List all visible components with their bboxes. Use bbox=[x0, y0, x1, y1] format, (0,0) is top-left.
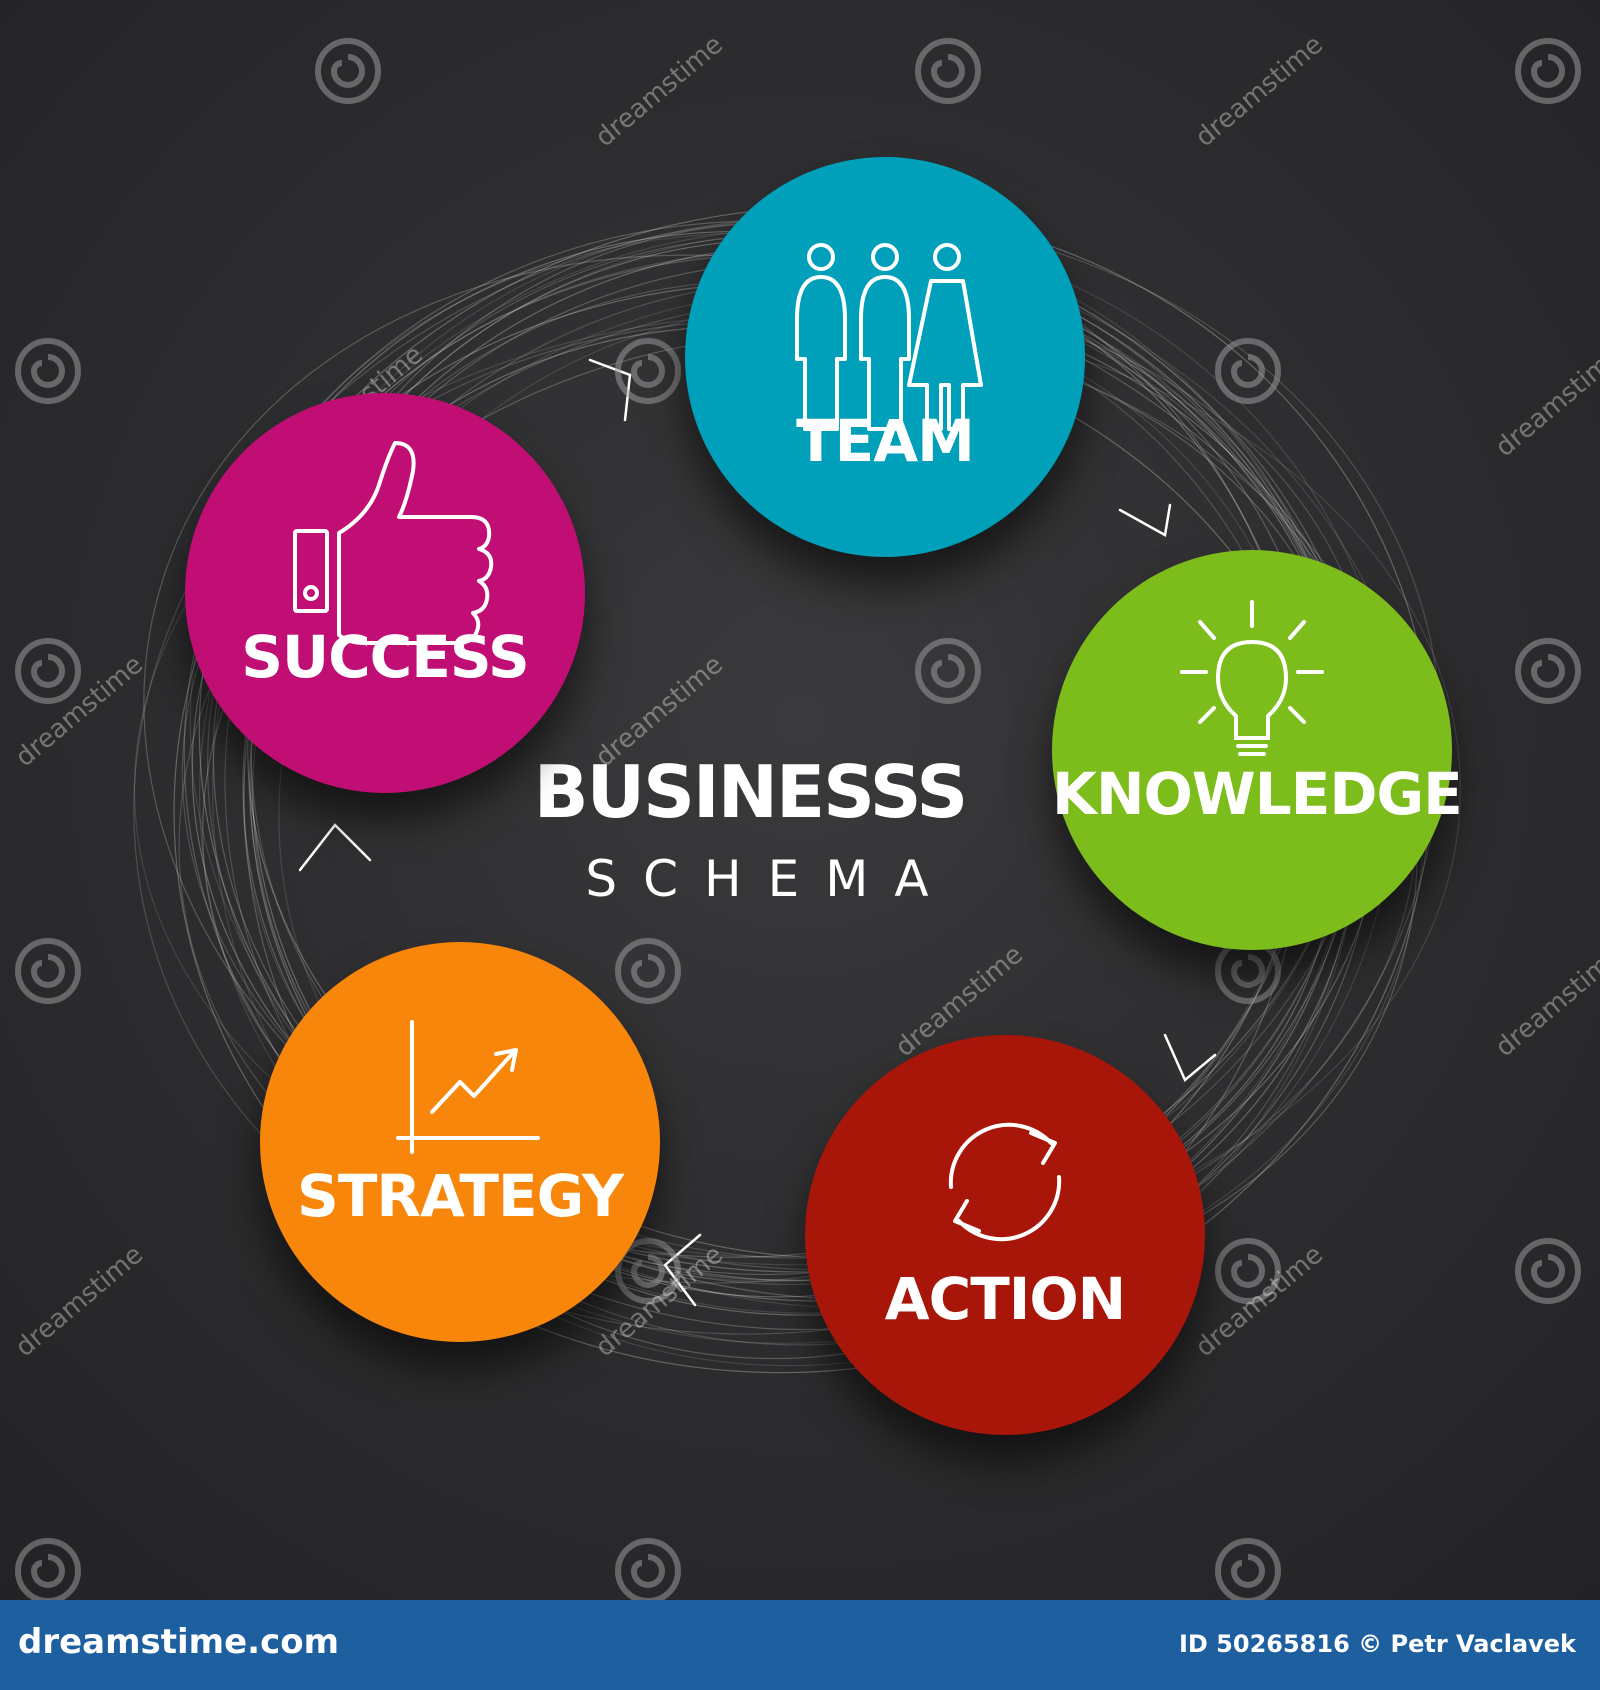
watermark-spiral-icon bbox=[612, 1235, 684, 1307]
flow-arrowhead bbox=[1163, 1033, 1217, 1083]
flow-arrowhead bbox=[298, 823, 372, 872]
lightbulb-icon bbox=[1180, 600, 1324, 756]
watermark-spiral-icon bbox=[1512, 35, 1584, 107]
watermark-spiral-icon bbox=[1212, 335, 1284, 407]
watermark-spiral-icon bbox=[1512, 1235, 1584, 1307]
watermark-spiral-icon bbox=[12, 935, 84, 1007]
node-success: SUCCESS bbox=[185, 393, 585, 793]
flow-arrowhead bbox=[1118, 503, 1172, 537]
watermark-spiral-icon bbox=[612, 1535, 684, 1600]
footer-site-name: dreamstime.com bbox=[18, 1622, 340, 1662]
flow-arrowhead bbox=[588, 358, 632, 422]
watermark-spiral-icon bbox=[612, 335, 684, 407]
node-knowledge: KNOWLEDGE bbox=[1052, 550, 1463, 950]
node-strategy: STRATEGY bbox=[260, 942, 660, 1342]
watermark-spiral-icon bbox=[12, 635, 84, 707]
watermark-spiral-icon bbox=[612, 935, 684, 1007]
refresh-cycle-icon bbox=[948, 1122, 1062, 1242]
footer-credit: ID 50265816 © Petr Vaclavek bbox=[1178, 1630, 1576, 1658]
watermark-spiral-icon bbox=[912, 635, 984, 707]
diagram-subtitle: SCHEMA bbox=[585, 850, 955, 908]
node-strategy-label: STRATEGY bbox=[297, 1162, 624, 1230]
watermark-spiral-icon bbox=[312, 35, 384, 107]
watermark-spiral-icon bbox=[12, 335, 84, 407]
node-success-label: SUCCESS bbox=[241, 623, 530, 691]
flow-arrowhead bbox=[663, 1233, 702, 1307]
node-team-label: TEAM bbox=[796, 407, 975, 475]
watermark-spiral-icon bbox=[1212, 1235, 1284, 1307]
watermark-spiral-icon bbox=[12, 1535, 84, 1600]
thumbs-up-icon bbox=[293, 441, 494, 645]
node-knowledge-label: KNOWLEDGE bbox=[1052, 760, 1463, 828]
flow-arrows bbox=[298, 358, 1217, 1307]
watermark-spiral-icon bbox=[912, 35, 984, 107]
node-action: ACTION bbox=[805, 1035, 1205, 1435]
team-people-icon bbox=[795, 243, 983, 431]
diagram-title: BUSINESSS bbox=[533, 750, 969, 834]
footer-bar: dreamstime.com ID 50265816 © Petr Vaclav… bbox=[0, 1600, 1600, 1690]
growth-chart-icon bbox=[396, 1020, 540, 1154]
node-team: TEAM bbox=[685, 157, 1085, 557]
watermark-spiral-icon bbox=[1212, 1535, 1284, 1600]
node-action-label: ACTION bbox=[884, 1265, 1126, 1333]
watermark-spiral-icon bbox=[1512, 635, 1584, 707]
